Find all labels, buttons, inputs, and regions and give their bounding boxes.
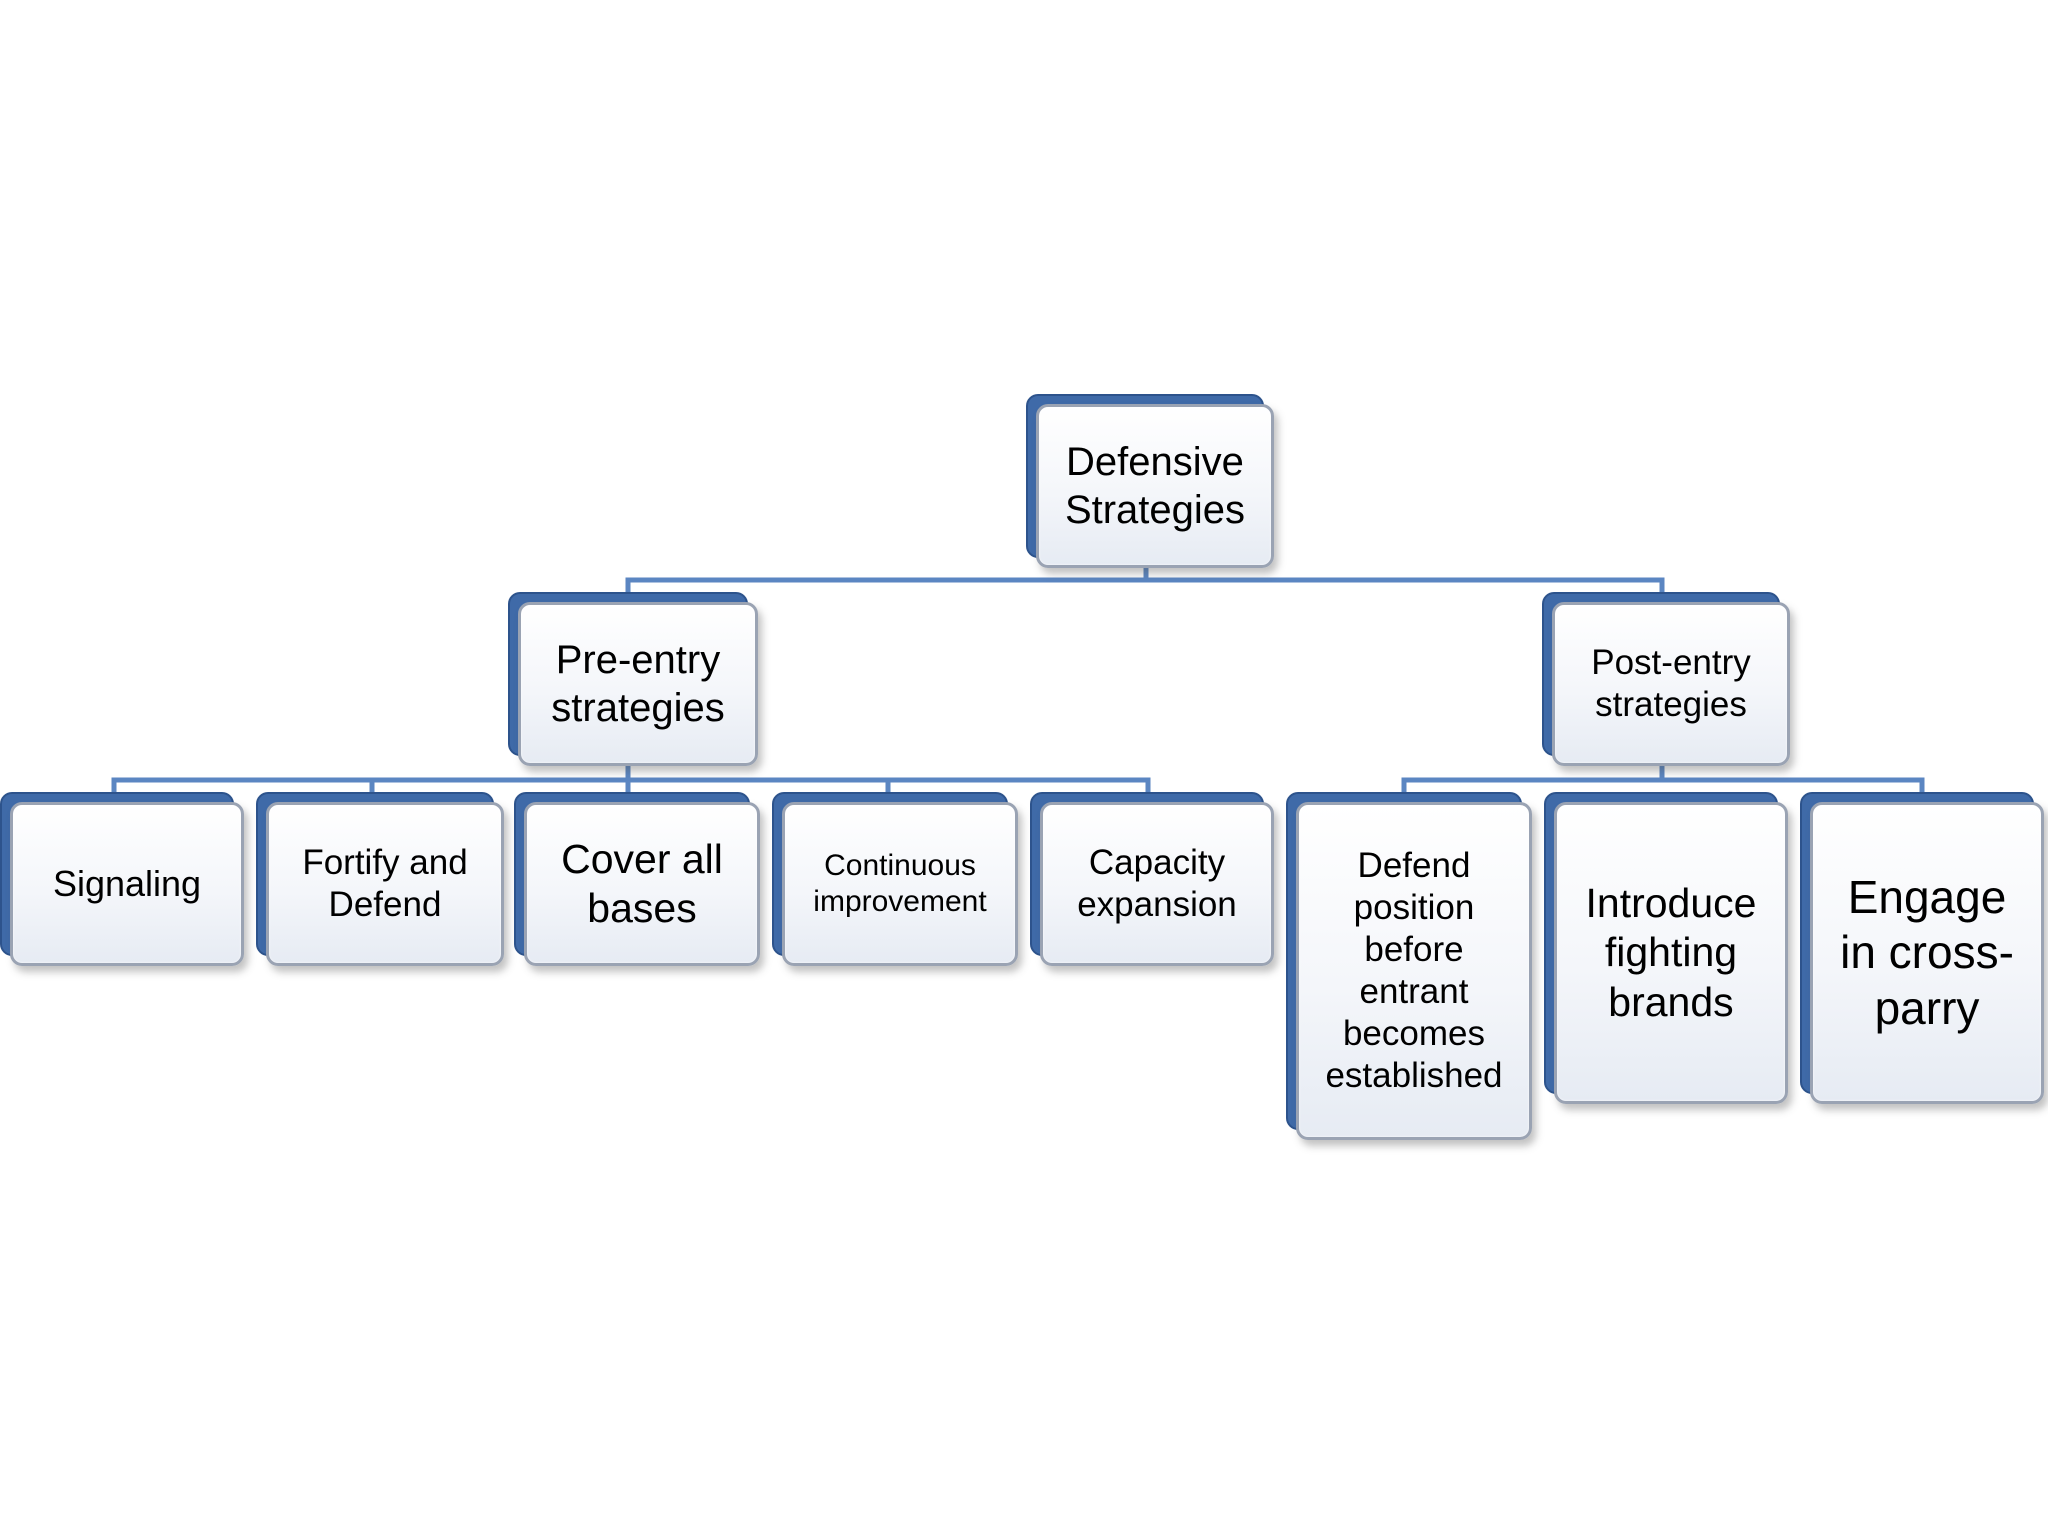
node-post-entry-strategies: Post-entry strategies <box>1542 592 1790 766</box>
node-label: Pre-entry strategies <box>518 602 758 766</box>
node-label: Signaling <box>10 802 244 966</box>
node-introduce-fighting-brands: Introduce fighting brands <box>1544 792 1788 1104</box>
node-label: Capacity expansion <box>1040 802 1274 966</box>
connector-postentry-children <box>1401 766 1925 798</box>
node-label: Post-entry strategies <box>1552 602 1790 766</box>
node-defensive-strategies: Defensive Strategies <box>1026 394 1274 568</box>
node-defend-position: Defend position before entrant becomes e… <box>1286 792 1532 1140</box>
node-label: Fortify and Defend <box>266 802 504 966</box>
node-cover-all-bases: Cover all bases <box>514 792 760 966</box>
node-label: Defensive Strategies <box>1036 404 1274 568</box>
connector-root-groups <box>625 568 1665 598</box>
node-capacity-expansion: Capacity expansion <box>1030 792 1274 966</box>
node-fortify-and-defend: Fortify and Defend <box>256 792 504 966</box>
node-label: Engage in cross- parry <box>1810 802 2044 1104</box>
node-continuous-improvement: Continuous improvement <box>772 792 1018 966</box>
node-label: Defend position before entrant becomes e… <box>1296 802 1532 1140</box>
node-label: Introduce fighting brands <box>1554 802 1788 1104</box>
node-signaling: Signaling <box>0 792 244 966</box>
node-label: Continuous improvement <box>782 802 1018 966</box>
node-engage-in-cross-parry: Engage in cross- parry <box>1800 792 2044 1104</box>
node-pre-entry-strategies: Pre-entry strategies <box>508 592 758 766</box>
connector-preentry-children <box>111 766 1151 798</box>
node-label: Cover all bases <box>524 802 760 966</box>
